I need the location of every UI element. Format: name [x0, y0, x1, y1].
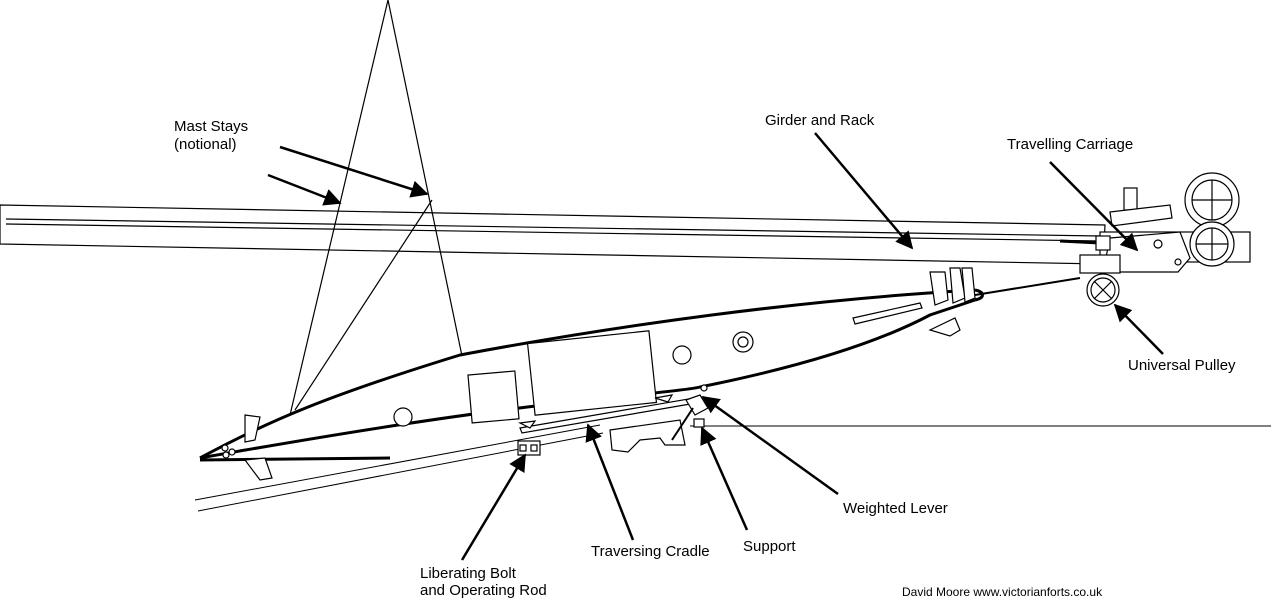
girder-and-rack — [0, 204, 1106, 265]
label-girder-and-rack: Girder and Rack — [765, 112, 875, 129]
mast-stays — [289, 0, 463, 416]
label-liberating-bolt: Liberating Bolt — [420, 565, 516, 582]
arrow-support — [700, 426, 749, 531]
label-mast-stays: Mast Stays — [174, 118, 249, 135]
arrow-girder — [814, 132, 914, 250]
arrow-weighted-lever — [701, 395, 839, 496]
credit-text: David Moore www.victorianforts.co.uk — [902, 585, 1103, 599]
universal-pulley — [1086, 273, 1120, 307]
arrow-mast-stays-a — [267, 173, 342, 206]
label-universal-pulley: Universal Pulley — [1128, 357, 1236, 374]
label-operating-rod: and Operating Rod — [420, 582, 547, 599]
label-support: Support — [743, 538, 796, 555]
torpedo-details — [221, 267, 976, 481]
arrow-carriage — [1049, 161, 1139, 252]
label-mast-stays-note: (notional) — [174, 136, 237, 153]
arrow-mast-stays-b — [279, 145, 429, 198]
leader-arrows — [267, 132, 1164, 561]
label-traversing-cradle: Traversing Cradle — [591, 543, 710, 560]
label-weighted-lever: Weighted Lever — [843, 500, 948, 517]
arrow-pulley — [1113, 303, 1164, 355]
label-travelling-carriage: Travelling Carriage — [1007, 136, 1134, 153]
travelling-carriage — [1079, 172, 1251, 274]
arrow-liberating-bolt — [460, 453, 527, 561]
arrow-cradle — [585, 423, 635, 541]
